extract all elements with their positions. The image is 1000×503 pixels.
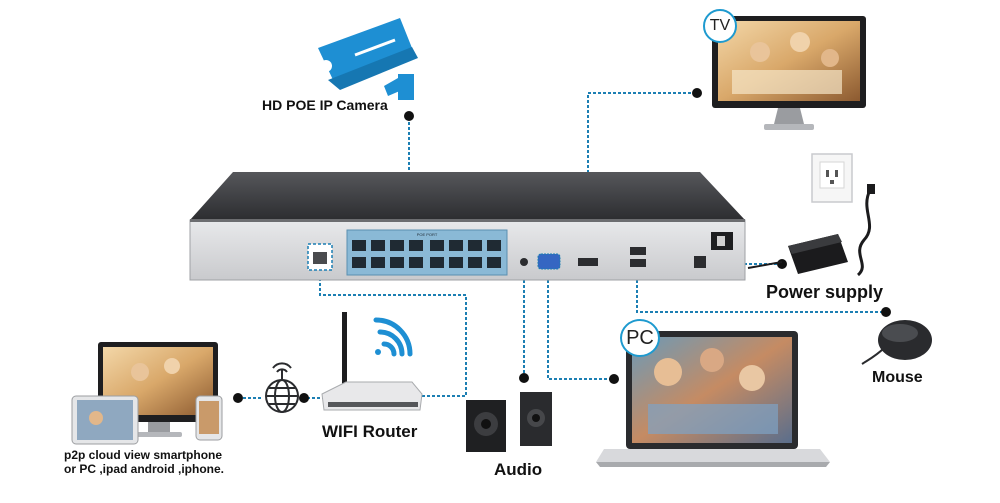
wifi-icon xyxy=(373,317,413,357)
laptop-icon xyxy=(596,331,830,467)
speaker-icon xyxy=(466,392,552,452)
mouse-label: Mouse xyxy=(872,369,923,386)
line-router xyxy=(319,268,467,397)
camera-label: HD POE IP Camera xyxy=(262,97,388,113)
p2p-label: p2p cloud view smartphone or PC ,ipad an… xyxy=(64,448,224,476)
nvr-device: POE PORT xyxy=(189,172,746,281)
router-label: WIFI Router xyxy=(322,422,418,441)
line-mouse xyxy=(636,270,886,313)
tv-badge: TV xyxy=(703,9,737,43)
power-adapter-icon xyxy=(747,184,875,277)
pc-badge: PC xyxy=(620,319,660,357)
audio-label: Audio xyxy=(494,460,543,479)
tv-icon xyxy=(712,16,866,130)
line-pc xyxy=(547,275,614,380)
power-supply-label: Power supply xyxy=(766,282,884,302)
nvr-port-label: POE PORT xyxy=(417,232,438,237)
p2p-label-line2: or PC ,ipad android ,iphone. xyxy=(64,462,225,476)
p2p-label-line1: p2p cloud view smartphone xyxy=(64,448,223,462)
mouse-icon xyxy=(861,320,932,365)
router-icon xyxy=(321,312,423,411)
camera-icon xyxy=(318,18,418,100)
tablet-icon xyxy=(71,395,139,445)
globe-icon xyxy=(265,362,299,413)
power-outlet-icon xyxy=(811,153,853,203)
phone-icon xyxy=(195,395,223,441)
